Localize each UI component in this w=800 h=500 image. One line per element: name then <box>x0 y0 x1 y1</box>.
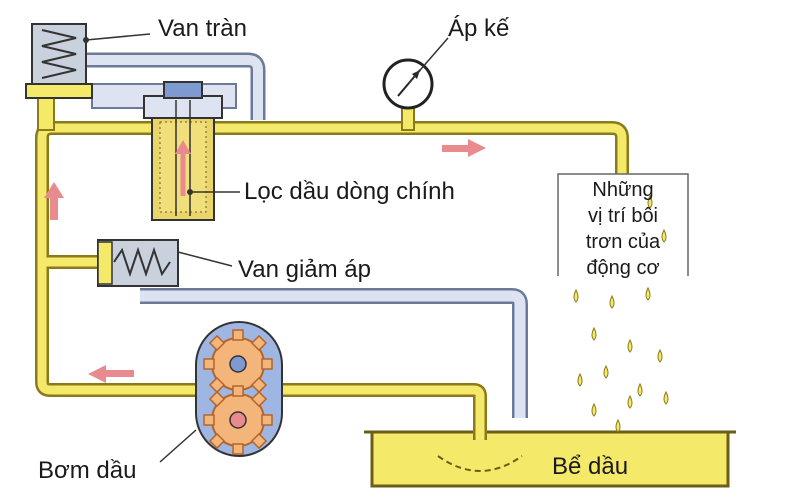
pump-gear-bottom <box>203 385 273 455</box>
main-oil-filter <box>143 81 240 221</box>
lubrication-points-label-2: vị trí bôi <box>588 205 658 227</box>
lubrication-points-label-1: Những <box>592 179 653 201</box>
oil-sump-label: Bể dầu <box>552 453 628 480</box>
pump-gear-top <box>203 329 273 399</box>
oil-sump <box>364 430 736 488</box>
oil-pump <box>159 321 283 463</box>
flow-arrow-right <box>442 139 486 157</box>
return-pipe <box>140 288 528 418</box>
main-oil-line <box>35 95 629 440</box>
pressure-gauge-label: Áp kế <box>448 15 510 42</box>
lubrication-points-label-3: trơn của <box>586 231 661 253</box>
lubrication-points-box <box>557 173 689 276</box>
lubrication-points-label-4: động cơ <box>586 257 659 279</box>
relief-valve <box>25 23 151 99</box>
pressure-gauge <box>382 37 449 110</box>
main-filter-label: Lọc dầu dòng chính <box>244 178 455 205</box>
flow-arrow-left <box>88 365 134 383</box>
reducing-valve-label: Van giảm áp <box>238 256 371 283</box>
flow-arrow-up <box>44 182 64 220</box>
reducing-valve <box>97 239 233 287</box>
oil-drops <box>573 194 669 433</box>
relief-valve-label: Van tràn <box>158 15 247 42</box>
oil-pump-label: Bơm dầu <box>38 457 136 484</box>
